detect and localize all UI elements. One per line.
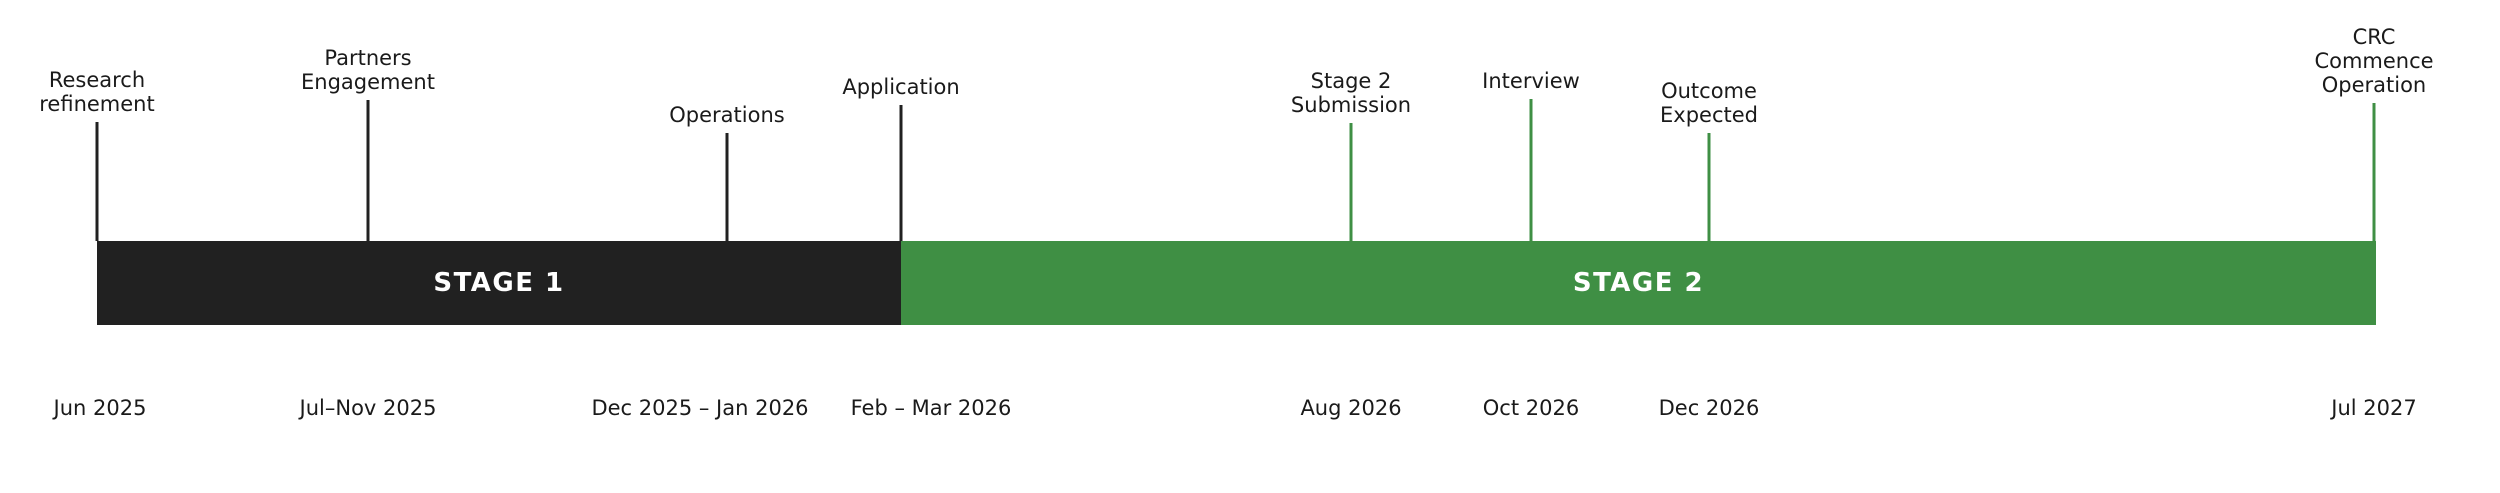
milestone-marker-line <box>1349 123 1353 241</box>
milestone-label: Stage 2 Submission <box>1290 69 1412 117</box>
milestone-label: Research refinement <box>39 68 155 116</box>
milestone-date: Feb – Mar 2026 <box>850 396 1012 420</box>
milestone-date: Oct 2026 <box>1482 396 1580 420</box>
milestone-label: Operations <box>669 103 785 127</box>
milestone-marker-line <box>2372 103 2376 241</box>
milestone-marker-line <box>899 105 903 241</box>
stage2-label: STAGE 2 <box>1572 268 1705 298</box>
milestone-marker-line <box>95 122 99 241</box>
milestone-label: Interview <box>1482 69 1580 93</box>
milestone-date: Jul–Nov 2025 <box>299 396 437 420</box>
milestone-date: Dec 2026 <box>1658 396 1760 420</box>
milestone-marker-line <box>725 133 729 241</box>
milestone-label: Outcome Expected <box>1660 79 1758 127</box>
milestone-date: Aug 2026 <box>1300 396 1402 420</box>
milestone-marker-line <box>366 100 370 241</box>
stage1-bar: STAGE 1 <box>97 241 901 325</box>
stage1-label: STAGE 1 <box>433 268 565 298</box>
stage2-bar: STAGE 2 <box>901 241 2376 325</box>
milestone-label: CRC Commence Operation <box>2314 25 2434 97</box>
milestone-marker-line <box>1529 99 1533 241</box>
milestone-date: Dec 2025 – Jan 2026 <box>591 396 809 420</box>
milestone-marker-line <box>1707 133 1711 241</box>
milestone-label: Application <box>842 75 960 99</box>
milestone-label: Partners Engagement <box>301 46 435 94</box>
milestone-date: Jun 2025 <box>53 396 147 420</box>
milestone-date: Jul 2027 <box>2331 396 2417 420</box>
